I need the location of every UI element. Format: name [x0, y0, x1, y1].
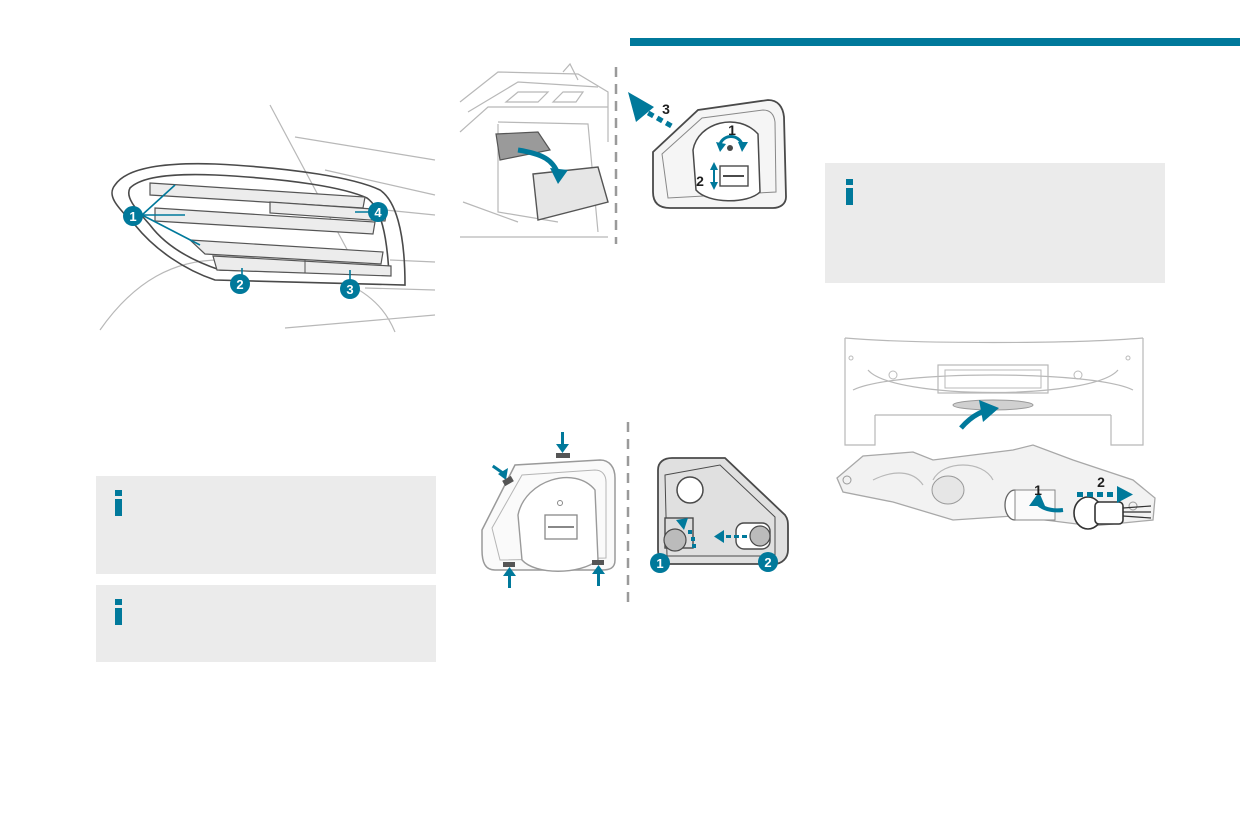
step-1-label: 1 [728, 122, 736, 138]
svg-text:2: 2 [236, 277, 243, 292]
svg-text:4: 4 [374, 205, 382, 220]
svg-text:1: 1 [129, 209, 136, 224]
rear-lamp-figure: 1 2 3 4 [99, 104, 436, 333]
info-box-1 [96, 476, 436, 574]
svg-text:1: 1 [656, 556, 663, 571]
marker-2: 2 [758, 552, 778, 572]
bulb-unit-figure: 1 2 [481, 422, 789, 602]
info-icon [846, 179, 853, 205]
step-1-label: 1 [1034, 482, 1042, 498]
info-box-2 [96, 585, 436, 662]
svg-text:2: 2 [764, 555, 771, 570]
step-3-label: 3 [662, 101, 670, 117]
marker-4: 4 [368, 202, 388, 222]
header-accent-bar [630, 38, 1240, 46]
marker-1: 1 [650, 553, 670, 573]
step-2-label: 2 [696, 173, 704, 189]
marker-2: 2 [230, 274, 250, 294]
svg-text:3: 3 [346, 282, 353, 297]
marker-1: 1 [123, 206, 143, 226]
info-icon [115, 599, 122, 625]
marker-3: 3 [340, 279, 360, 299]
number-plate-lamp-figure: 1 2 [836, 337, 1156, 530]
info-icon [115, 490, 122, 516]
step-2-label: 2 [1097, 474, 1105, 490]
info-box-3 [825, 163, 1165, 283]
boot-access-figure: 1 2 3 [459, 62, 787, 244]
